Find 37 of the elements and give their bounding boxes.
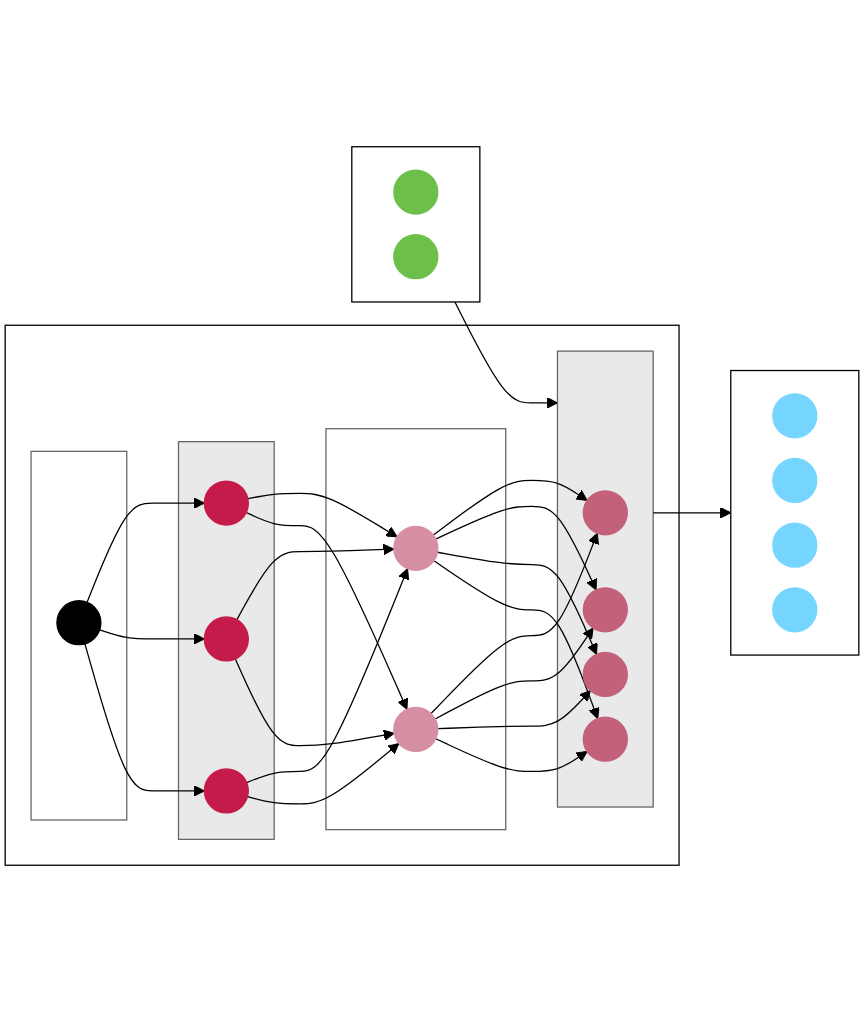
circle-node — [393, 706, 439, 753]
circle-node — [56, 600, 102, 646]
arrow — [430, 532, 599, 715]
arrow — [652, 507, 732, 519]
circle-node — [203, 616, 249, 662]
arrow — [435, 505, 597, 591]
circle-node — [203, 768, 249, 814]
arrow — [454, 301, 558, 409]
group-box — [30, 450, 128, 821]
circle-node — [582, 587, 628, 633]
circle-node — [393, 234, 439, 280]
circle-node — [582, 716, 628, 762]
circle-node — [582, 490, 628, 536]
group-box — [325, 428, 507, 831]
arrow — [437, 690, 591, 730]
arrow — [234, 658, 395, 747]
circle-node — [772, 393, 818, 439]
circle-node — [393, 525, 439, 571]
arrow — [246, 568, 410, 784]
arrow — [84, 643, 205, 797]
arrow — [246, 742, 400, 805]
arrow — [86, 497, 205, 603]
arrow — [236, 543, 395, 621]
circle-node — [203, 480, 249, 526]
arrow — [99, 629, 205, 645]
circle-node — [393, 169, 439, 215]
arrow — [436, 551, 598, 655]
arrow — [435, 738, 588, 773]
circle-node — [772, 457, 818, 504]
arrow — [245, 511, 409, 710]
arrow — [433, 560, 600, 720]
circle-node — [772, 522, 818, 568]
arrow — [432, 479, 588, 536]
arrow — [247, 492, 398, 538]
circle-node — [582, 651, 628, 698]
circle-node — [772, 587, 818, 633]
arrow — [434, 627, 594, 720]
